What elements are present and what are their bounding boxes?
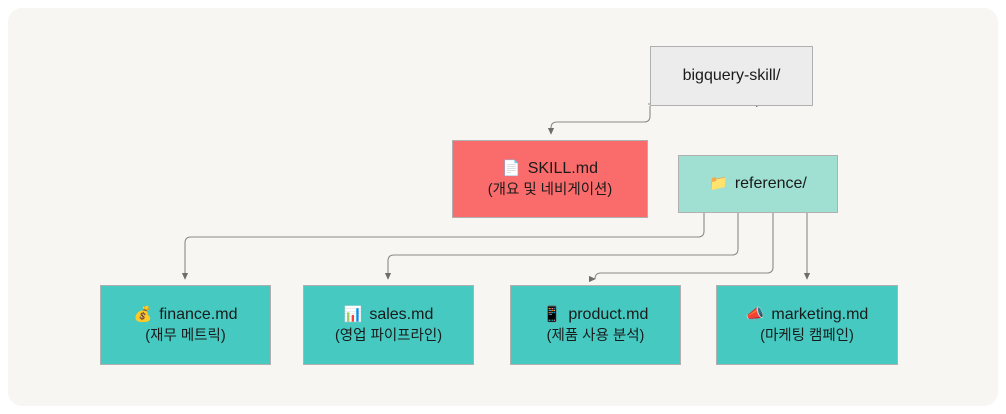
node-title: 📣 marketing.md	[746, 304, 869, 325]
node-label: sales.md	[369, 305, 434, 323]
node-label: product.md	[568, 305, 649, 323]
node-bigquery-skill[interactable]: bigquery-skill/	[650, 46, 813, 106]
node-skill-md[interactable]: 📄 SKILL.md (개요 및 네비게이션)	[452, 140, 648, 218]
node-sublabel: (제품 사용 분석)	[546, 327, 645, 344]
node-label: finance.md	[159, 305, 238, 323]
node-marketing-md[interactable]: 📣 marketing.md (마케팅 캠페인)	[716, 285, 898, 365]
node-sublabel: (개요 및 네비게이션)	[487, 181, 613, 198]
node-sublabel: (재무 메트릭)	[145, 327, 226, 344]
node-label: SKILL.md	[527, 159, 598, 177]
node-label: marketing.md	[771, 305, 869, 323]
node-label: bigquery-skill/	[682, 67, 781, 85]
mobile-phone-icon: 📱	[542, 305, 562, 323]
node-title: 📊 sales.md	[344, 304, 434, 325]
node-label: reference/	[734, 175, 807, 193]
folder-icon: 📁	[709, 175, 728, 193]
node-title: 📄 SKILL.md	[502, 158, 598, 179]
node-title: bigquery-skill/	[683, 65, 781, 86]
node-sublabel: (마케팅 캠페인)	[760, 327, 854, 344]
megaphone-icon: 📣	[745, 305, 765, 323]
node-sublabel: (영업 파이프라인)	[334, 327, 443, 344]
node-title: 📁 reference/	[709, 173, 807, 194]
page-facing-up-icon: 📄	[502, 159, 521, 177]
node-finance-md[interactable]: 💰 finance.md (재무 메트릭)	[100, 285, 271, 365]
money-bag-icon: 💰	[133, 305, 153, 323]
node-reference-folder[interactable]: 📁 reference/	[678, 155, 838, 213]
node-title: 📱 product.md	[543, 304, 649, 325]
bar-chart-icon: 📊	[343, 305, 363, 323]
node-title: 💰 finance.md	[134, 304, 238, 325]
node-sales-md[interactable]: 📊 sales.md (영업 파이프라인)	[303, 285, 474, 365]
node-product-md[interactable]: 📱 product.md (제품 사용 분석)	[510, 285, 681, 365]
